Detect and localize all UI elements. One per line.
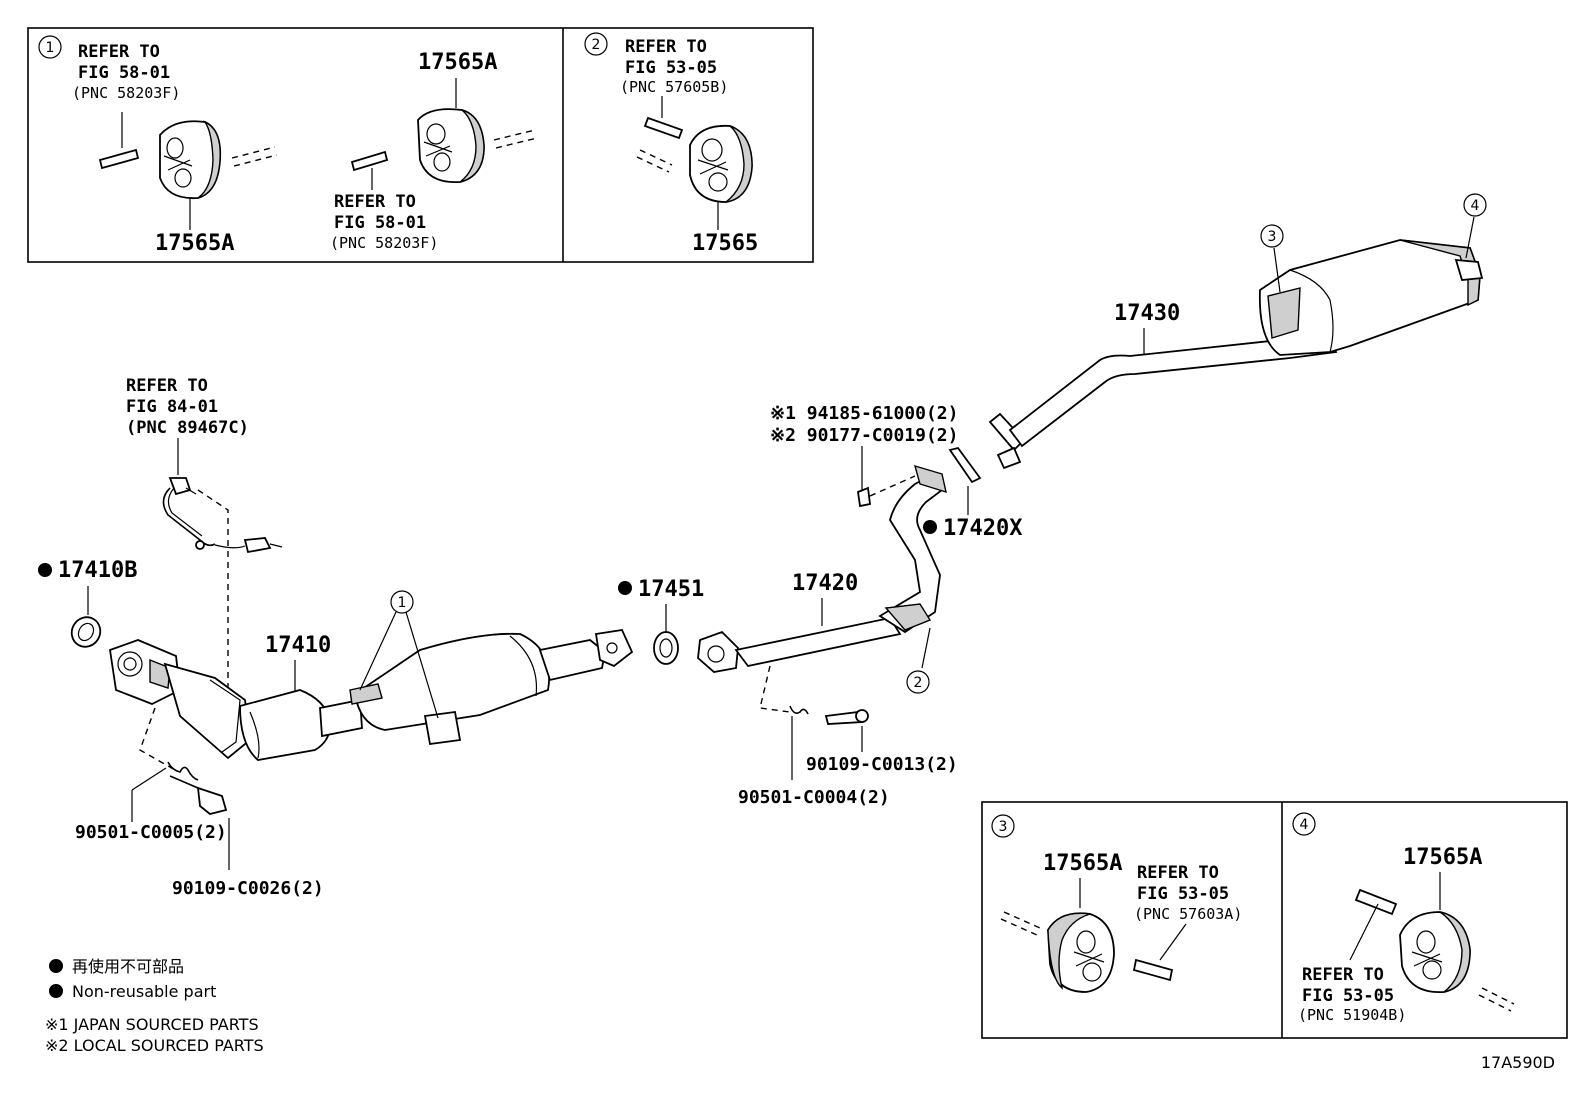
- part-90177-C0019-label: ※2 90177-C0019(2): [770, 425, 958, 446]
- hanger-rod: [98, 148, 140, 170]
- gasket-17451: 17451: [618, 577, 704, 665]
- gasket-17420X: 17420X: [923, 446, 1022, 541]
- inset-1-ref-b-line1: REFER TO: [334, 192, 416, 212]
- non-reusable-dot: [49, 959, 63, 973]
- inset-4-ref-pnc: (PNC 51904B): [1298, 1006, 1406, 1024]
- part-90501-C0005-label: 90501-C0005(2): [75, 822, 227, 843]
- inset-2: 2 REFER TO FIG 53-05 (PNC 57605B) 17565: [584, 32, 758, 256]
- inset-1-ref-b-pnc: (PNC 58203F): [330, 234, 438, 252]
- inset-4: 4 17565A REFER TO FIG 53-05 (PNC 51904B): [1292, 812, 1515, 1024]
- part-90501-C0004-label: 90501-C0004(2): [738, 787, 890, 808]
- inset-4-part: 17565A: [1403, 845, 1482, 870]
- part-17420-label: 17420: [792, 571, 858, 596]
- rubber-hanger-icon: [159, 120, 222, 200]
- part-90109-C0026-label: 90109-C0026(2): [172, 878, 324, 899]
- inset-1-ref-b-line2: FIG 58-01: [334, 213, 426, 233]
- tail-pipe-muffler-17430: 17430 3 4: [988, 193, 1487, 470]
- figure-id: 17A590D: [1481, 1053, 1555, 1072]
- hanger-rod: [1132, 958, 1174, 982]
- inset-2-ref-line2: FIG 53-05: [625, 58, 717, 78]
- front-pipe-17420: 17420 2 90501-C0004(2) 90109-C0013(2) ※1…: [697, 403, 958, 808]
- part-94185-61000-label: ※1 94185-61000(2): [770, 403, 958, 424]
- gasket-17410B: 17410B: [38, 558, 137, 648]
- callout-2: 2: [914, 675, 923, 691]
- inset-3: 3 17565A REFER TO FIG 53-05 (PNC 57603A): [991, 814, 1242, 993]
- inset-1-ref-a-line1: REFER TO: [78, 42, 160, 62]
- rubber-hanger-icon: [417, 108, 485, 183]
- inset-4-ref-line1: REFER TO: [1302, 965, 1384, 985]
- hanger-rod: [350, 150, 389, 172]
- part-17410B-label: 17410B: [58, 558, 137, 583]
- non-reusable-dot: [38, 563, 52, 577]
- callout-1: 1: [398, 595, 407, 611]
- rubber-hanger-icon: [1047, 912, 1115, 993]
- legend-note-1: ※1 JAPAN SOURCED PARTS: [45, 1015, 259, 1034]
- callout-circle-2: [584, 32, 608, 56]
- catalytic-converter-17410: 17410 1: [109, 590, 634, 761]
- hanger-rod: [1354, 888, 1398, 916]
- inset-2-number: 2: [592, 37, 601, 53]
- part-17410-label: 17410: [265, 633, 331, 658]
- sensor-ref-line2: FIG 84-01: [126, 397, 218, 417]
- part-17430-label: 17430: [1114, 301, 1180, 326]
- sensor-ref-pnc: (PNC 89467C): [126, 418, 249, 438]
- callout-3: 3: [1268, 229, 1277, 245]
- non-reusable-dot: [49, 984, 63, 998]
- legend-english: Non-reusable part: [72, 982, 216, 1001]
- inset-3-part: 17565A: [1043, 851, 1122, 876]
- inset-3-number: 3: [999, 819, 1008, 835]
- part-90109-C0013-label: 90109-C0013(2): [806, 754, 958, 775]
- part-17420X-label: 17420X: [943, 516, 1022, 541]
- callout-circle-1: [38, 35, 62, 59]
- inset-3-ref-pnc: (PNC 57603A): [1134, 905, 1242, 923]
- hanger-rod: [643, 116, 684, 140]
- inset-1-part-b: 17565A: [418, 50, 497, 75]
- inset-1-number: 1: [46, 40, 55, 56]
- callout-4: 4: [1471, 198, 1480, 214]
- inset-2-ref-line1: REFER TO: [625, 37, 707, 57]
- rubber-hanger-icon: [1399, 911, 1471, 993]
- rubber-hanger-icon: [689, 124, 753, 203]
- inset-box-top: [27, 27, 814, 263]
- sensor-ref-line1: REFER TO: [126, 376, 208, 396]
- inset-3-ref-line2: FIG 53-05: [1137, 884, 1229, 904]
- legend-note-2: ※2 LOCAL SOURCED PARTS: [45, 1036, 264, 1055]
- inset-3-ref-line1: REFER TO: [1137, 863, 1219, 883]
- inset-4-number: 4: [1300, 817, 1309, 833]
- non-reusable-dot: [923, 520, 937, 534]
- inset-2-part: 17565: [692, 231, 758, 256]
- inset-1: 1 REFER TO FIG 58-01 (PNC 58203F) 17565A…: [38, 35, 538, 256]
- inset-1-ref-a-line2: FIG 58-01: [78, 63, 170, 83]
- hanger-rod-hidden: [231, 146, 276, 159]
- inset-box-bottom: [981, 801, 1568, 1039]
- legend: 再使用不可部品 Non-reusable part ※1 JAPAN SOURC…: [45, 957, 264, 1055]
- legend-japanese: 再使用不可部品: [72, 957, 184, 976]
- oxygen-sensor: REFER TO FIG 84-01 (PNC 89467C): [126, 376, 283, 700]
- inset-1-part-a: 17565A: [155, 231, 234, 256]
- inset-4-ref-line2: FIG 53-05: [1302, 986, 1394, 1006]
- part-17451-label: 17451: [638, 577, 704, 602]
- non-reusable-dot: [618, 581, 632, 595]
- inset-1-ref-a-pnc: (PNC 58203F): [72, 84, 180, 102]
- bolt-spring-left: 90501-C0005(2) 90109-C0026(2): [75, 707, 324, 899]
- inset-2-ref-pnc: (PNC 57605B): [620, 78, 728, 96]
